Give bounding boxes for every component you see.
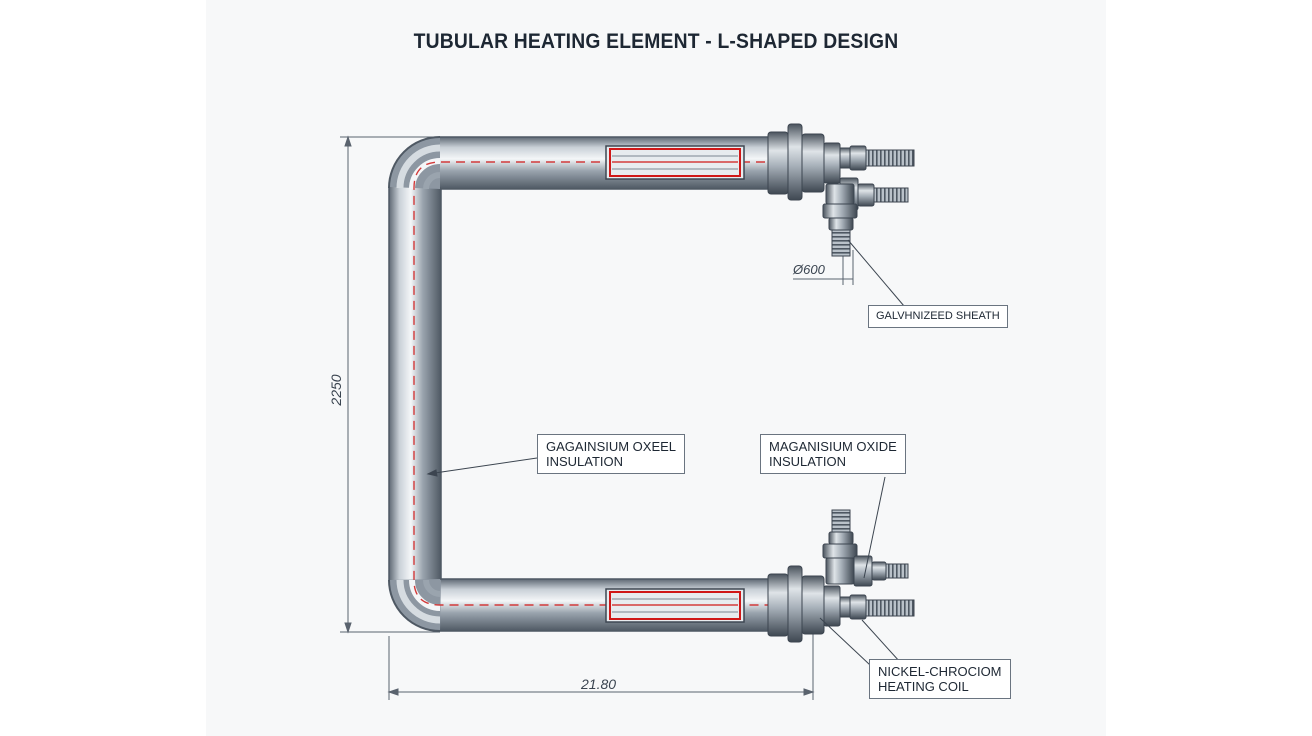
- callout-galvanized-sheath: GALVHNIZEED SHEATH: [868, 305, 1008, 328]
- callout-left-insulation-line2: INSULATION: [546, 454, 624, 469]
- coil-cutaway-top: [605, 145, 745, 180]
- coil-cutaway-bottom: [605, 588, 745, 623]
- diameter-dimension-label: Ø600: [793, 262, 825, 277]
- coil-centerline: [413, 161, 780, 606]
- callout-right-insulation-line1: MAGANISIUM OXIDE: [769, 439, 897, 454]
- width-dimension-label: 21.80: [581, 676, 617, 692]
- drawing-title: TUBULAR HEATING ELEMENT - L-SHAPED DESIG…: [413, 30, 899, 53]
- callout-heating-coil: NICKEL-CHROCIOM HEATING COIL: [869, 659, 1011, 699]
- bottom-terminal-assembly: [767, 509, 915, 643]
- callout-right-insulation: MAGANISIUM OXIDE INSULATION: [760, 434, 906, 474]
- callout-sheath-line1: GALVHNIZEED SHEATH: [876, 310, 1000, 322]
- tube-sheath: [388, 136, 770, 632]
- callout-coil-line1: NICKEL-CHROCIOM: [878, 664, 1002, 679]
- callout-coil-line2: HEATING COIL: [878, 679, 969, 694]
- callout-left-insulation: GAGAINSIUM OXEEL INSULATION: [537, 434, 686, 474]
- callout-right-insulation-line2: INSULATION: [769, 454, 847, 469]
- callout-left-insulation-line1: GAGAINSIUM OXEEL: [546, 439, 677, 454]
- height-dimension-label: 2250: [328, 374, 344, 406]
- height-dimension-line: [340, 135, 440, 634]
- top-terminal-assembly: [767, 123, 915, 257]
